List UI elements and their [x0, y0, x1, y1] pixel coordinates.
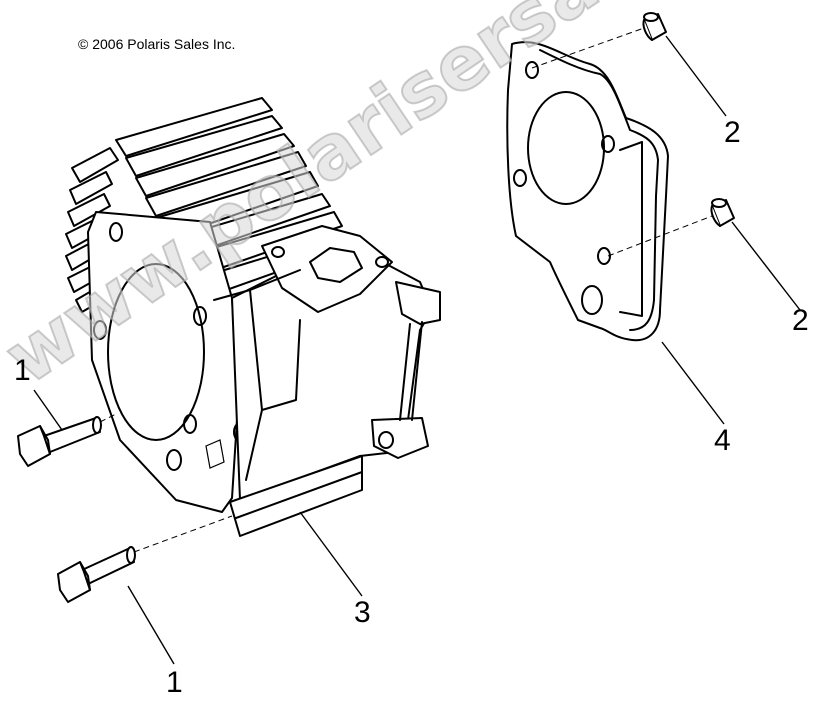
callout-leaders	[33, 35, 801, 665]
callout-3: 3	[354, 596, 371, 629]
callout-4: 4	[714, 424, 731, 457]
cylinder-bore	[107, 263, 205, 441]
gasket-bore	[527, 91, 605, 205]
callout-1-lower: 1	[166, 666, 183, 699]
engine-cylinder-icon	[65, 97, 441, 537]
callout-2-upper: 2	[724, 116, 741, 149]
hex-flange-bolt-icon	[17, 416, 102, 467]
dowel-pin-icon	[710, 198, 735, 227]
callout-2-lower: 2	[792, 304, 809, 337]
callout-1-upper: 1	[14, 354, 31, 387]
head-gasket-icon	[506, 41, 669, 342]
copyright-notice: © 2006 Polaris Sales Inc.	[78, 36, 236, 52]
dowel-pin-icon	[642, 12, 667, 41]
assembly-centerlines	[99, 27, 713, 553]
hex-flange-bolt-icon	[57, 546, 136, 603]
